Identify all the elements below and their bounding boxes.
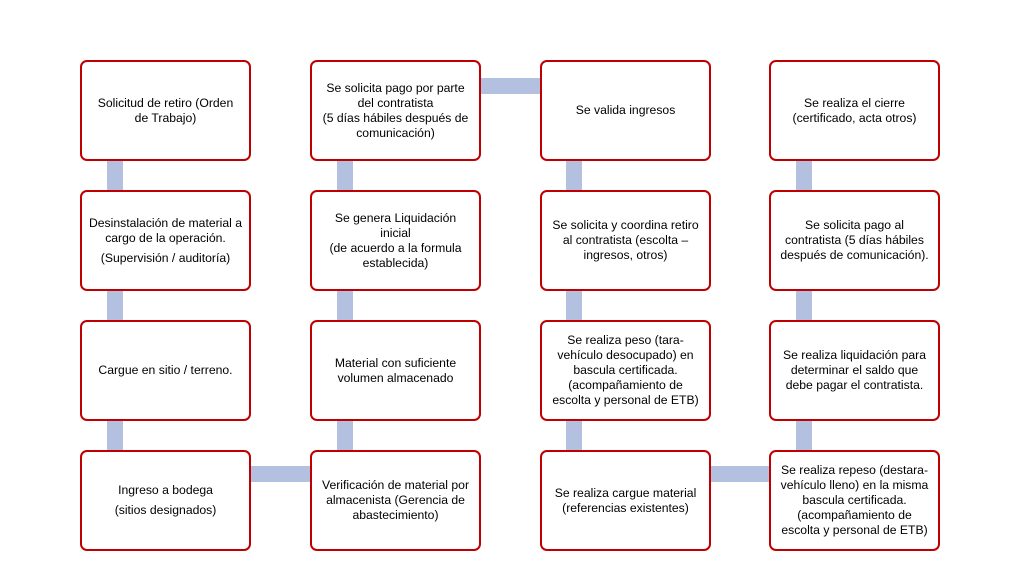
step-text-line: Se genera Liquidación inicial: [334, 210, 460, 240]
step-text-line: Cargue en sitio / terreno.: [98, 363, 233, 377]
step-text-line: bascula certificada.: [573, 363, 678, 377]
step-solicita-pago-final: Se solicita pago al contratista (5 días …: [769, 190, 940, 291]
connector-c2-r1-r2: [337, 160, 353, 192]
step-valida-ingresos: Se valida ingresos: [540, 60, 711, 161]
connector-r4-c1-c2: [250, 466, 312, 482]
step-text-line: escolta y personal de ETB): [552, 393, 699, 407]
step-text-line: (Supervisión / auditoría): [100, 250, 231, 265]
step-text-line: Se valida ingresos: [575, 103, 676, 117]
step-text-line: Solicitud de retiro (Orden: [97, 95, 234, 110]
step-text-line: Se solicita pago al: [805, 218, 904, 232]
step-text-line: Desinstalación de material a: [88, 215, 243, 230]
connector-c4-r3-r4: [796, 420, 812, 452]
step-text-line: (acompañamiento de: [797, 508, 912, 522]
step-text-line: Se realiza cargue material: [554, 485, 697, 500]
step-text-line: después de comunicación).: [780, 248, 929, 262]
step-text-line: vehículo desocupado) en: [557, 348, 694, 362]
step-coordina-retiro: Se solicita y coordina retiro al contrat…: [540, 190, 711, 291]
step-text-line: (referencias existentes): [562, 500, 689, 515]
step-text-line: Ingreso a bodega: [118, 483, 213, 497]
step-text-line: (5 días hábiles después de: [322, 110, 469, 125]
step-text-line: al contratista (escolta –: [562, 233, 689, 247]
step-text-line: comunicación): [356, 125, 435, 140]
step-text-line: (sitios designados): [114, 503, 217, 517]
step-text-line: determinar el saldo que: [790, 363, 919, 377]
connector-c3-r2-r3: [566, 290, 582, 322]
step-ingreso-bodega: Ingreso a bodega (sitios designados): [80, 450, 251, 551]
step-text-line: Se realiza el cierre: [804, 95, 905, 110]
connector-c2-r2-r3: [337, 290, 353, 322]
connector-c1-r3-r4: [107, 420, 123, 452]
step-text-line: del contratista: [357, 95, 434, 110]
step-text-line: debe pagar el contratista.: [785, 378, 924, 392]
step-text-line: Se realiza repeso (destara-: [781, 463, 928, 477]
step-text-line: contratista (5 días hábiles: [785, 233, 924, 247]
step-verificacion-material: Verificación de material por almacenista…: [310, 450, 481, 551]
step-cargue-material: Se realiza cargue material (referencias …: [540, 450, 711, 551]
connector-c4-r1-r2: [796, 160, 812, 192]
step-desinstalacion-material: Desinstalación de material a cargo de la…: [80, 190, 251, 291]
step-text-line: Se realiza liquidación para: [783, 348, 926, 362]
step-material-suficiente: Material con suficiente volumen almacena…: [310, 320, 481, 421]
connector-c3-r3-r4: [566, 420, 582, 452]
connector-r4-c3-c4: [709, 466, 771, 482]
step-text-line: Material con suficiente: [334, 355, 457, 370]
step-realiza-peso: Se realiza peso (tara- vehículo desocupa…: [540, 320, 711, 421]
step-text-line: bascula certificada.: [802, 493, 907, 507]
step-text-line: abastecimiento): [352, 508, 439, 522]
step-cargue-sitio: Cargue en sitio / terreno.: [80, 320, 251, 421]
connector-c1-r2-r3: [107, 290, 123, 322]
connector-c3-r1-r2: [566, 160, 582, 192]
connector-c4-r2-r3: [796, 290, 812, 322]
step-text-line: vehículo lleno) en la misma: [780, 478, 929, 492]
step-text-line: (de acuerdo a la formula: [329, 240, 462, 255]
step-text-line: ingresos, otros): [583, 248, 668, 262]
step-text-line: establecida): [362, 255, 429, 270]
step-text-line: (certificado, acta otros): [792, 110, 917, 125]
step-text-line: cargo de la operación.: [105, 230, 226, 245]
step-realiza-repeso: Se realiza repeso (destara- vehículo lle…: [769, 450, 940, 551]
step-solicita-pago-contratista: Se solicita pago por parte del contratis…: [310, 60, 481, 161]
connector-r1-c2-c3: [480, 78, 542, 94]
step-text-line: almacenista (Gerencia de: [326, 493, 465, 507]
step-text-line: Se solicita y coordina retiro: [552, 218, 699, 232]
step-text-line: Verificación de material por: [322, 478, 469, 492]
step-text-line: (acompañamiento de: [568, 378, 683, 392]
connector-c2-r3-r4: [337, 420, 353, 452]
step-text-line: Se realiza peso (tara-: [567, 333, 684, 347]
connector-c1-r1-r2: [107, 160, 123, 192]
step-liquidacion-inicial: Se genera Liquidación inicial (de acuerd…: [310, 190, 481, 291]
step-text-line: escolta y personal de ETB): [781, 523, 928, 537]
step-liquidacion-saldo: Se realiza liquidación para determinar e…: [769, 320, 940, 421]
step-text-line: de Trabajo): [134, 110, 197, 125]
step-text-line: Se solicita pago por parte: [326, 80, 465, 95]
step-solicitud-retiro: Solicitud de retiro (Orden de Trabajo): [80, 60, 251, 161]
step-text-line: volumen almacenado: [337, 370, 454, 385]
step-realiza-cierre: Se realiza el cierre (certificado, acta …: [769, 60, 940, 161]
